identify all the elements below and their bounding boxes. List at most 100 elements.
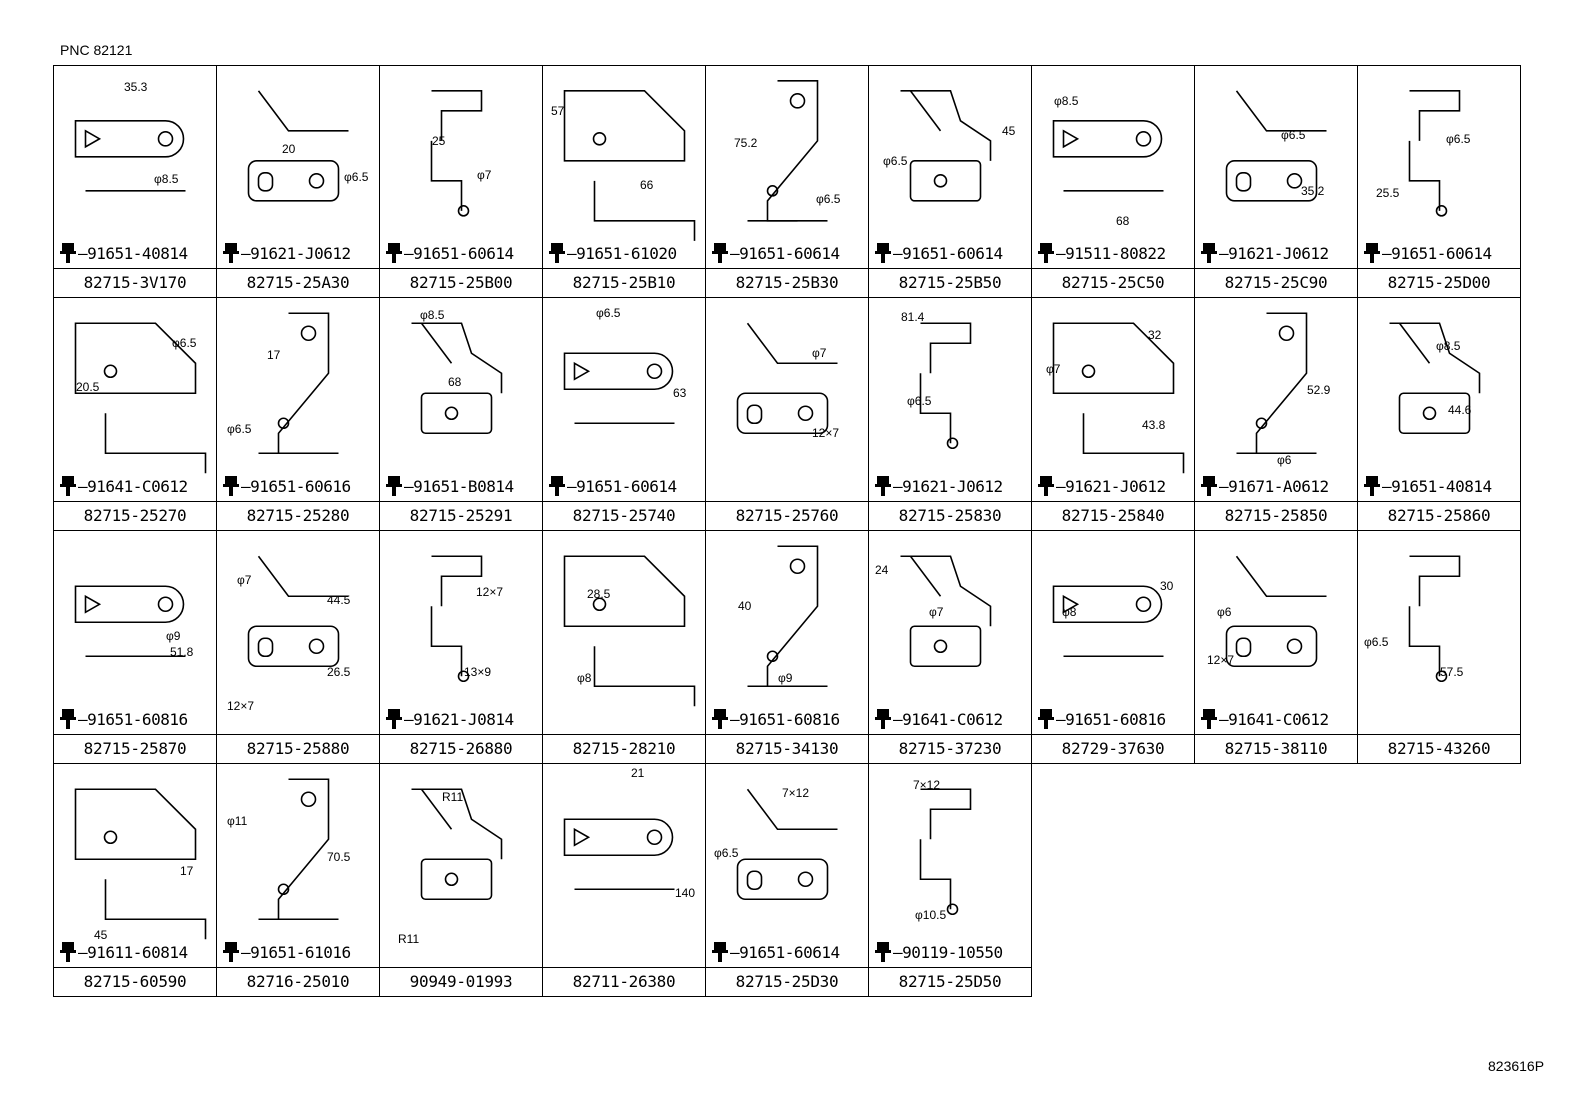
dimension-label: 43.8 bbox=[1142, 418, 1166, 432]
dimension-label: 25.5 bbox=[1376, 186, 1400, 200]
dimension-label: 12×7 bbox=[227, 699, 255, 713]
dimension-label: 40 bbox=[738, 599, 752, 613]
part-number: 82715-25B50 bbox=[898, 273, 1002, 292]
dimension-label: φ6.5 bbox=[1446, 132, 1471, 146]
part-number: 90949-01993 bbox=[409, 972, 513, 991]
divider bbox=[54, 268, 216, 269]
bracket-drawing bbox=[900, 555, 992, 668]
bolt-part-number: —91651-40814 bbox=[1364, 475, 1492, 497]
dimension-label: 66 bbox=[640, 178, 654, 192]
bracket-drawing bbox=[247, 90, 349, 202]
bolt-icon bbox=[712, 709, 728, 729]
bracket-drawing bbox=[1408, 90, 1461, 217]
bolt-number-text: —91651-60614 bbox=[893, 244, 1003, 263]
dimension-label: 75.2 bbox=[734, 136, 758, 150]
dimension-label: 12×7 bbox=[476, 585, 504, 599]
bolt-number-text: —91651-60616 bbox=[241, 477, 351, 496]
bracket-drawing bbox=[1225, 555, 1327, 668]
part-illustration bbox=[74, 788, 207, 940]
divider bbox=[869, 501, 1031, 502]
bracket-drawing bbox=[747, 545, 828, 688]
bolt-part-number: —91641-C0612 bbox=[60, 475, 188, 497]
bolt-icon bbox=[1038, 709, 1054, 729]
bracket-drawing bbox=[1052, 120, 1164, 192]
bracket-drawing bbox=[1052, 585, 1164, 658]
dimension-label: φ8 bbox=[1062, 605, 1077, 619]
dimension-label: 28.5 bbox=[587, 587, 611, 601]
dimension-label: 17 bbox=[267, 348, 281, 362]
bolt-icon bbox=[549, 476, 565, 496]
bolt-icon bbox=[60, 476, 76, 496]
part-cell[interactable]: 28.5 φ8 82715-28210 bbox=[542, 530, 706, 764]
divider bbox=[1032, 501, 1194, 502]
dimension-label: φ6.5 bbox=[344, 170, 369, 184]
part-illustration bbox=[1389, 322, 1481, 435]
dimension-label: φ8.5 bbox=[1436, 339, 1461, 353]
bolt-icon bbox=[223, 942, 239, 962]
part-illustration bbox=[1052, 322, 1185, 474]
dimension-label: φ8.5 bbox=[1054, 94, 1079, 108]
bracket-drawing bbox=[736, 788, 838, 901]
dimension-label: φ8 bbox=[577, 671, 592, 685]
bracket-drawing bbox=[411, 322, 503, 435]
dimension-label: 32 bbox=[1148, 328, 1162, 342]
dimension-label: 7×12 bbox=[913, 778, 941, 792]
bracket-drawing bbox=[74, 585, 186, 658]
dimension-label: φ6.5 bbox=[1364, 635, 1389, 649]
part-illustration bbox=[430, 90, 483, 217]
part-illustration bbox=[74, 120, 186, 192]
part-illustration bbox=[747, 545, 828, 688]
bolt-icon bbox=[712, 243, 728, 263]
part-number: 82715-28210 bbox=[572, 739, 676, 758]
bolt-number-text: —91651-40814 bbox=[78, 244, 188, 263]
part-illustration bbox=[247, 90, 349, 202]
part-number: 82716-25010 bbox=[246, 972, 350, 991]
part-illustration bbox=[430, 555, 483, 683]
dimension-label: φ6.5 bbox=[596, 306, 621, 320]
bracket-drawing bbox=[258, 778, 339, 921]
divider bbox=[217, 501, 379, 502]
bolt-part-number: —91651-60816 bbox=[1038, 708, 1166, 730]
part-number: 82715-25880 bbox=[246, 739, 350, 758]
bracket-drawing bbox=[1052, 322, 1185, 474]
part-number: 82715-25C90 bbox=[1224, 273, 1328, 292]
bolt-number-text: —91621-J0612 bbox=[1056, 477, 1166, 496]
pnc-label: PNC 82121 bbox=[60, 42, 133, 58]
bolt-part-number: —91641-C0612 bbox=[875, 708, 1003, 730]
bracket-drawing bbox=[1408, 555, 1461, 683]
bolt-number-text: —91621-J0612 bbox=[241, 244, 351, 263]
part-illustration bbox=[74, 322, 207, 474]
